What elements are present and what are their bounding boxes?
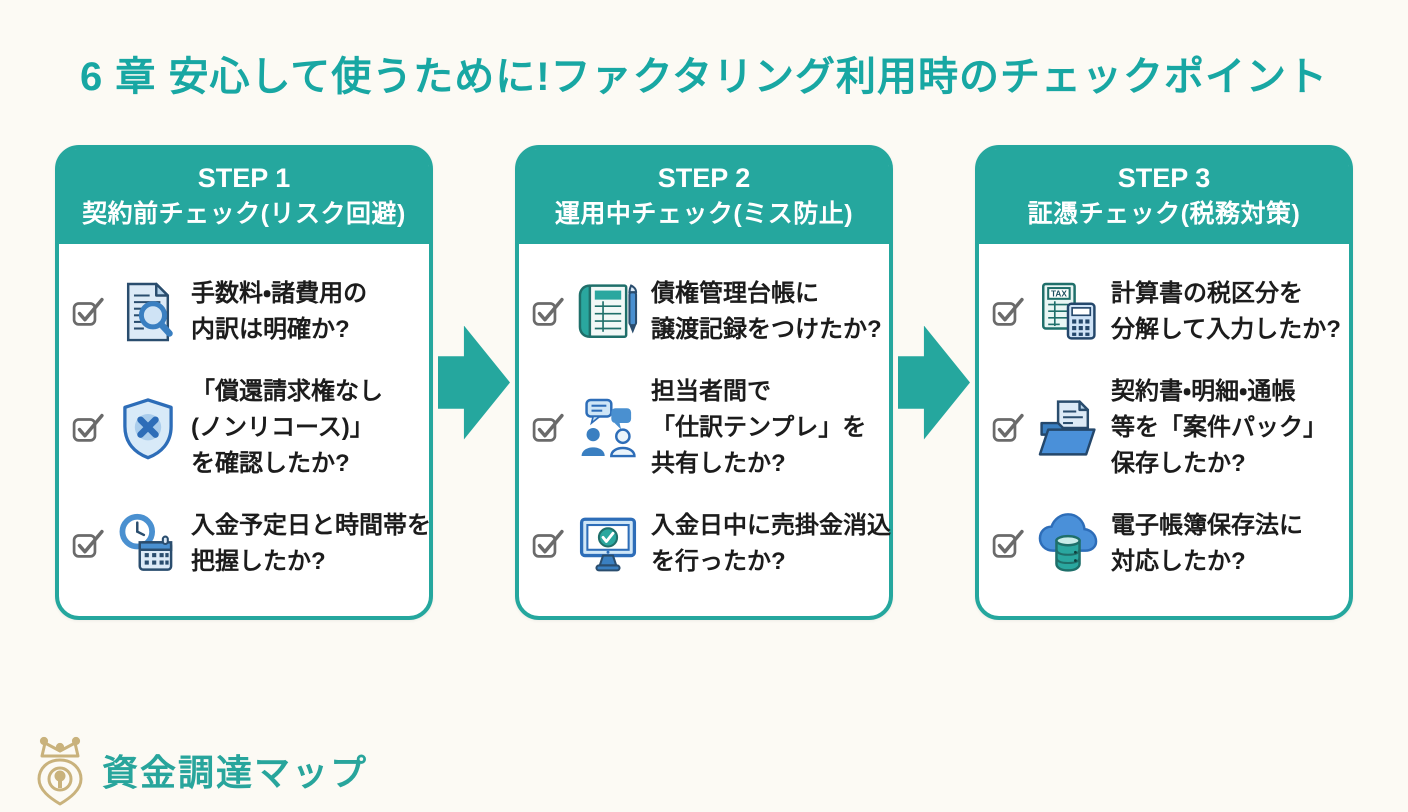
item-text-line: 分解して入力したか? <box>1111 316 1341 343</box>
checkbox-icon <box>992 529 1024 558</box>
checkbox-icon <box>532 413 564 442</box>
item-text-line: 債権管理台帳に <box>651 280 819 307</box>
item-text: 「償還請求権なし (ノンリコース)」 を確認したか? <box>191 374 383 482</box>
item-text-line: 譲渡記録をつけたか? <box>651 316 882 343</box>
item-text: 計算書の税区分を 分解して入力したか? <box>1111 276 1341 348</box>
step-1-label: STEP 1 <box>197 163 291 193</box>
step-3-subtitle: 証憑チェック(税務対策) <box>1027 200 1301 228</box>
step-2-body: 債権管理台帳に 譲渡記録をつけたか? <box>519 244 891 616</box>
item-text-line: 保存したか? <box>1111 450 1246 477</box>
check-item: 手数料・諸費用の 内訳は明確か? <box>71 276 419 348</box>
checkbox-icon <box>992 297 1024 326</box>
checkbox-icon <box>72 529 104 558</box>
svg-text:TAX: TAX <box>1051 290 1067 299</box>
arrow-right-icon <box>438 325 510 440</box>
item-text-line: 担当者間で <box>651 378 771 405</box>
clock-calendar-icon <box>119 513 173 571</box>
item-text-line: 等を「案件パック」 <box>1111 414 1327 441</box>
checkbox-icon <box>72 413 104 442</box>
check-item: 「償還請求権なし (ノンリコース)」 を確認したか? <box>71 374 419 482</box>
ledger-pen-icon <box>578 284 638 338</box>
footer-logo: 資金調達マップ <box>28 734 368 806</box>
item-text-line: 内訳は明確か? <box>191 316 350 343</box>
arrow-col <box>433 145 515 620</box>
item-text-line: 計算書の税区分を <box>1111 280 1303 307</box>
step-1-subtitle: 契約前チェック(リスク回避) <box>82 200 406 228</box>
chat-people-icon <box>581 398 636 458</box>
item-text-line: 「償還請求権なし <box>191 378 383 405</box>
step-3-label: STEP 3 <box>1117 163 1211 193</box>
step-3-body: TAX 計算書の税区分を 分解して入 <box>979 244 1349 616</box>
item-text-line: 共有したか? <box>651 450 786 477</box>
item-text: 契約書・明細・通帳 等を「案件パック」 保存したか? <box>1111 374 1327 482</box>
checkbox-icon <box>532 529 564 558</box>
item-text: 入金予定日と時間帯を 把握したか? <box>191 508 431 580</box>
step-1-body: 手数料・諸費用の 内訳は明確か? 「償還請求権なし <box>59 244 431 616</box>
logo-text: 資金調達マップ <box>102 752 369 793</box>
item-text: 入金日中に売掛金消込 を行ったか? <box>651 508 891 580</box>
item-text-line: 手数料・諸費用の <box>191 280 368 307</box>
item-text: 電子帳簿保存法に 対応したか? <box>1111 508 1303 580</box>
check-item: 電子帳簿保存法に 対応したか? <box>991 508 1339 580</box>
item-text-line: を行ったか? <box>651 548 786 575</box>
checkbox-icon <box>532 297 564 326</box>
tax-calculator-icon: TAX <box>1042 282 1096 340</box>
step-2-label: STEP 2 <box>657 163 751 193</box>
item-text: 担当者間で 「仕訳テンプレ」を 共有したか? <box>651 374 866 482</box>
check-item: 入金予定日と時間帯を 把握したか? <box>71 508 431 580</box>
item-text: 手数料・諸費用の 内訳は明確か? <box>191 276 367 348</box>
crown-map-pin-icon <box>37 736 83 806</box>
step-1-header: STEP 1 契約前チェック(リスク回避) <box>59 149 429 244</box>
check-item: 債権管理台帳に 譲渡記録をつけたか? <box>531 276 882 348</box>
checkbox-icon <box>72 297 104 326</box>
step-card-3: STEP 3 証憑チェック(税務対策) TAX <box>975 145 1353 620</box>
item-text: 債権管理台帳に 譲渡記録をつけたか? <box>651 276 882 348</box>
item-text-line: を確認したか? <box>191 450 350 477</box>
item-text-line: 入金日中に売掛金消込 <box>651 512 891 539</box>
check-item: TAX 計算書の税区分を 分解して入 <box>991 276 1341 348</box>
shield-x-icon <box>123 398 173 460</box>
folder-documents-icon <box>1038 400 1096 456</box>
item-text-line: 入金予定日と時間帯を <box>191 512 431 539</box>
arrow-col <box>893 145 975 620</box>
item-text-line: (ノンリコース)」 <box>191 414 374 441</box>
check-item: 担当者間で 「仕訳テンプレ」を 共有したか? <box>531 374 879 482</box>
arrow-right-icon <box>898 325 970 440</box>
item-text-line: 対応したか? <box>1111 548 1246 575</box>
item-text-line: 契約書・明細・通帳 <box>1111 378 1296 405</box>
item-text-line: 「仕訳テンプレ」を <box>651 414 867 441</box>
step-card-1: STEP 1 契約前チェック(リスク回避) <box>55 145 433 620</box>
check-item: 入金日中に売掛金消込 を行ったか? <box>531 508 891 580</box>
item-text-line: 電子帳簿保存法に <box>1111 512 1303 539</box>
step-3-header: STEP 3 証憑チェック(税務対策) <box>979 149 1349 244</box>
checkbox-icon <box>992 413 1024 442</box>
step-2-header: STEP 2 運用中チェック(ミス防止) <box>519 149 889 244</box>
check-item: 契約書・明細・通帳 等を「案件パック」 保存したか? <box>991 374 1339 482</box>
cloud-database-icon <box>1038 513 1098 572</box>
monitor-check-icon <box>579 517 637 572</box>
document-magnifier-icon <box>126 282 173 342</box>
step-card-2: STEP 2 運用中チェック(ミス防止) <box>515 145 893 620</box>
steps-row: STEP 1 契約前チェック(リスク回避) <box>0 145 1408 620</box>
step-2-subtitle: 運用中チェック(ミス防止) <box>554 200 854 228</box>
page-title: 6 章 安心して使うために!ファクタリング利用時のチェックポイント <box>80 55 1328 99</box>
item-text-line: 把握したか? <box>191 548 326 575</box>
